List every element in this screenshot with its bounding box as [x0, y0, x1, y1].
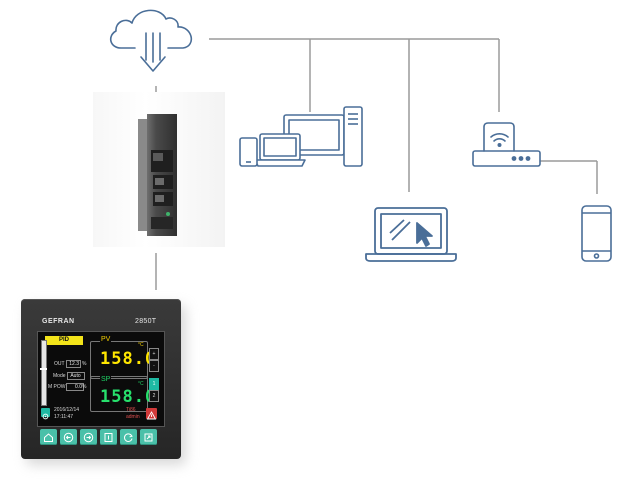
gateway-module-illustration [138, 114, 177, 236]
back-key-icon[interactable] [60, 429, 77, 445]
controller-brand: GEFRAN [42, 318, 75, 325]
decrease-button[interactable]: - [149, 360, 159, 372]
output-bar-marker [40, 368, 47, 370]
sp-panel [90, 376, 148, 412]
mode-tag: PID [45, 336, 83, 345]
refresh-key-icon[interactable] [120, 429, 137, 445]
mode-label: Mode [53, 373, 66, 379]
status-line-2: admin [126, 414, 140, 420]
cloud-download-icon [109, 9, 193, 72]
out-unit: % [82, 361, 87, 367]
pv-panel [90, 341, 148, 379]
mpow-label: M POW [48, 384, 66, 390]
pv-label: PV [100, 336, 112, 343]
loop-2-button[interactable]: 2 [149, 390, 159, 402]
home-key-icon[interactable] [40, 429, 57, 445]
status-line-1: Ti86 [126, 407, 136, 413]
pv-unit: °C [138, 342, 144, 348]
laptop-cursor-icon [365, 207, 457, 262]
wifi-router-icon [472, 122, 541, 167]
mpow-value-field: 0.0 [66, 383, 84, 391]
connector-lines [155, 38, 598, 290]
sp-value: 158.0 [100, 387, 157, 407]
mpow-unit: % [82, 384, 87, 390]
multi-device-icon [239, 106, 363, 167]
settings-gear-icon[interactable] [41, 408, 50, 420]
mode-value-field: Auto [67, 372, 85, 380]
alarm-warning-icon[interactable] [146, 408, 157, 420]
sp-unit: °C [138, 381, 144, 387]
sp-label: SP [100, 376, 112, 383]
front-keypad [40, 429, 164, 445]
loop-1-button[interactable]: 1 [149, 378, 159, 390]
date-text: 2016/12/14 [54, 407, 80, 413]
controller-model: 2850T [135, 318, 157, 325]
pv-value: 158.0 [100, 349, 157, 369]
time-text: 17:11:47 [54, 414, 74, 420]
forward-key-icon[interactable] [80, 429, 97, 445]
smartphone-icon [581, 205, 612, 262]
output-bar [41, 340, 47, 406]
out-value-field: 12.3 [66, 360, 81, 368]
increase-button[interactable]: + [149, 348, 159, 360]
gateway-module-image [93, 92, 225, 247]
export-key-icon[interactable] [140, 429, 157, 445]
out-label: OUT [54, 361, 65, 367]
info-key-icon[interactable] [100, 429, 117, 445]
